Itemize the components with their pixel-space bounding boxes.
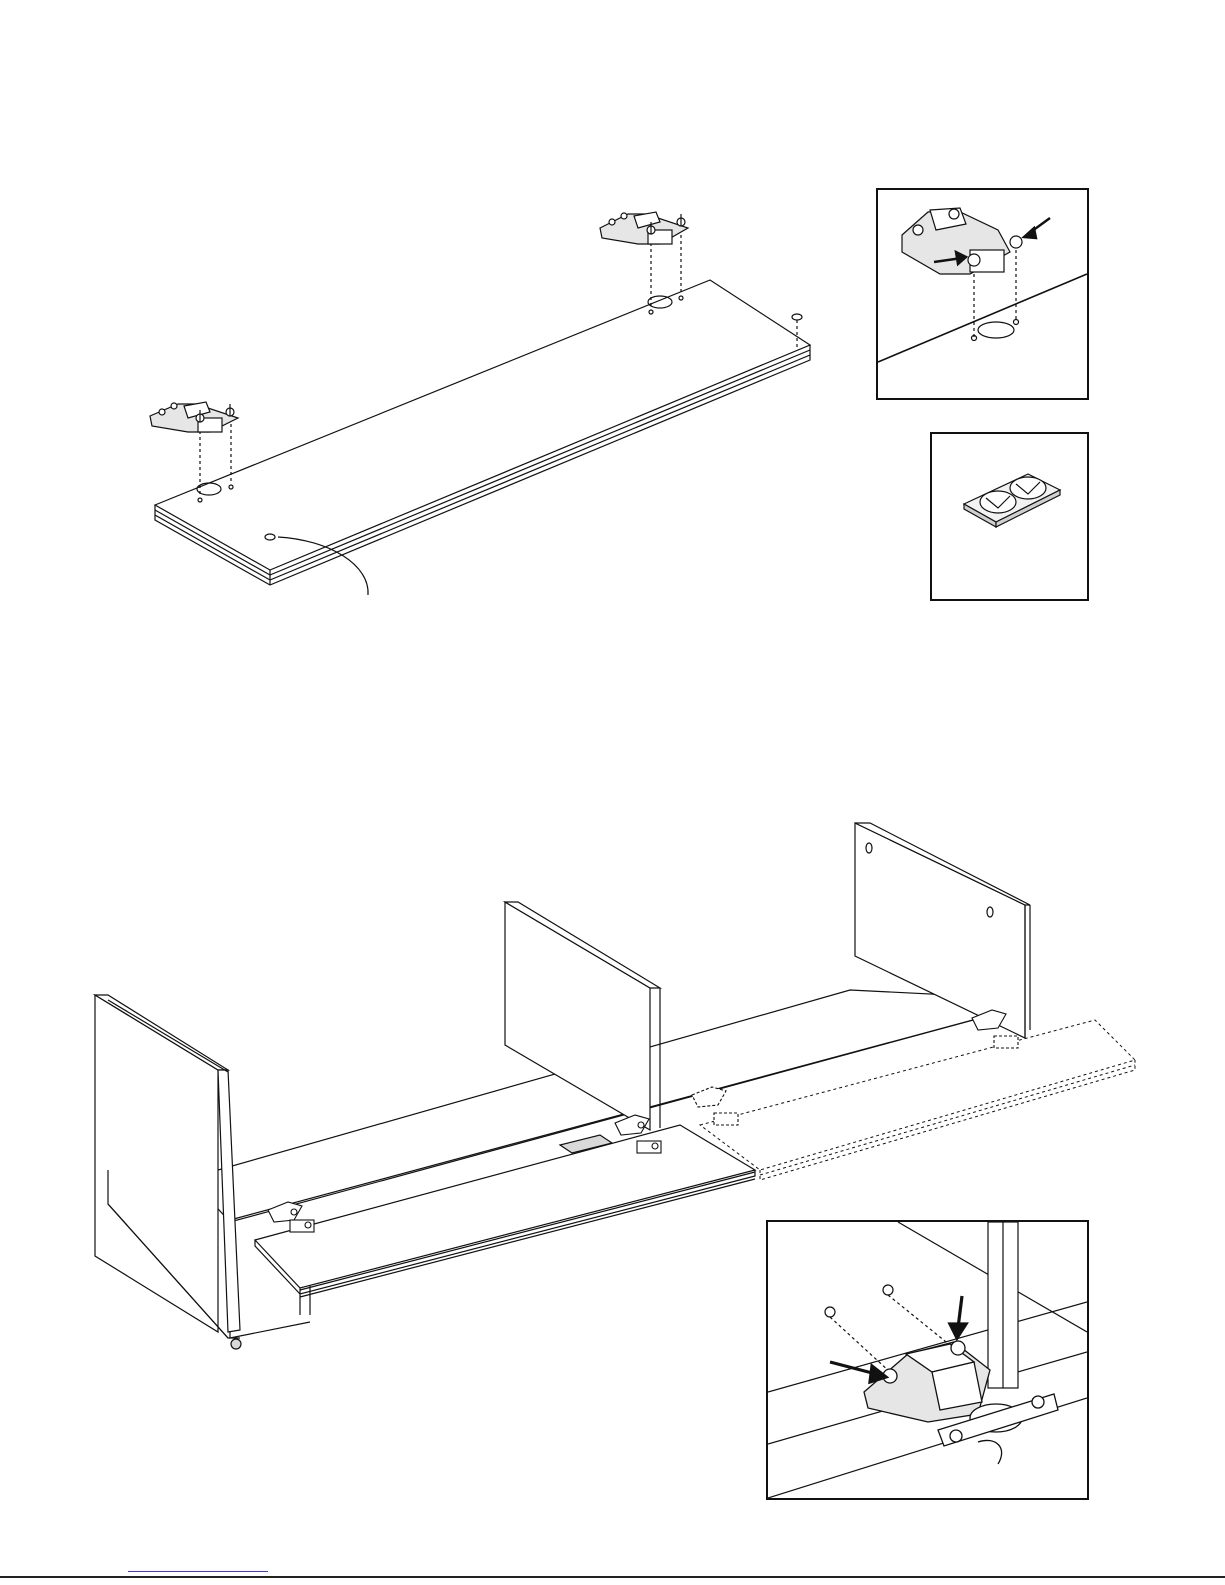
double-bumper-pad	[964, 474, 1060, 527]
left-end-panel	[95, 995, 218, 1332]
cup-hinge-closeup	[864, 1341, 1058, 1464]
shelf-panel	[155, 280, 810, 570]
bumper-pad-detail	[930, 432, 1089, 601]
hinge-base-plate-right	[600, 212, 688, 244]
footer-link-underline	[128, 1571, 268, 1572]
footer-rule	[0, 1576, 1225, 1578]
bumper-pad-mark	[792, 314, 802, 320]
hinge-base-plate-left	[150, 402, 238, 432]
hinge-plate-screw-detail	[876, 188, 1089, 400]
hinge-mount-closeup	[766, 1220, 1089, 1500]
